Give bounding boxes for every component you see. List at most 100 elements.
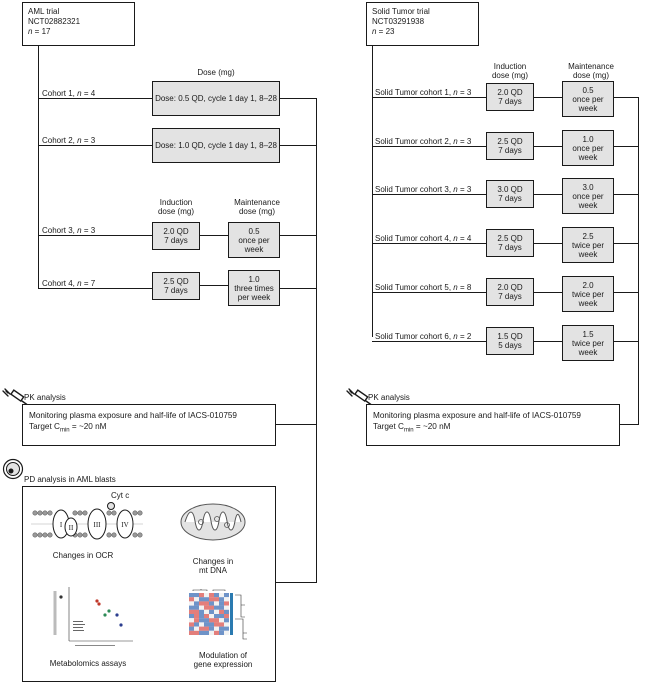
heatmap-cell [214, 626, 219, 631]
heatmap-icon [189, 589, 247, 640]
aml-right-c3 [280, 235, 317, 236]
aml-cohort3-connector [38, 235, 152, 236]
heatmap-cell [204, 618, 209, 623]
heatmap-cell [204, 626, 209, 631]
solid-cohort-connector [372, 292, 486, 293]
heatmap-cell [214, 593, 219, 598]
heatmap-cell [204, 622, 209, 627]
heatmap-cell [204, 593, 209, 598]
solid-cohort-right-line [614, 243, 639, 244]
heatmap-cell [189, 609, 194, 614]
heatmap-cell [194, 618, 199, 623]
aml-cohort4-mid-line [200, 285, 228, 286]
complex-ii-label: II [69, 524, 74, 532]
heatmap-cell [194, 593, 199, 598]
solid-trial-n: n = 23 [372, 27, 395, 36]
heatmap-cell [219, 605, 224, 610]
solid-cohort-label: Solid Tumor cohort 4, n = 4 [375, 234, 474, 243]
heatmap-cell [194, 601, 199, 606]
aml-cohort2-dose: Dose: 1.0 QD, cycle 1 day 1, 8–28 [155, 141, 277, 150]
solid-cohort-label: Solid Tumor cohort 6, n = 2 [375, 332, 474, 341]
heatmap-cell [204, 597, 209, 602]
heatmap-cell [219, 630, 224, 635]
heatmap-cell [189, 622, 194, 627]
heatmap-cell [219, 622, 224, 627]
aml-pk-title: PK analysis [24, 393, 66, 402]
solid-cohort-mid-line [534, 243, 562, 244]
pd-box: I II III IV Cyt c Changes in OCR Changes… [22, 486, 276, 682]
heatmap-cell [189, 618, 194, 623]
solid-trunk-line [372, 46, 373, 337]
heatmap-cell [224, 626, 229, 631]
pd-item-ocr: Changes in OCR [52, 551, 114, 560]
mitochondrion-icon [180, 503, 246, 541]
heatmap-cell [214, 609, 219, 614]
heatmap-cell [214, 597, 219, 602]
heatmap-cell [199, 597, 204, 602]
aml-pk-target: Target Cmin = ~20 nM [29, 422, 107, 434]
aml-cohort2-label: Cohort 2, n = 3 [42, 136, 98, 145]
heatmap-cell [189, 593, 194, 598]
heatmap-cell [199, 601, 204, 606]
solid-cohort-label: Solid Tumor cohort 1, n = 3 [375, 88, 474, 97]
complex-i-label: I [60, 521, 63, 529]
solid-cohort-mid-line [534, 194, 562, 195]
solid-trial-box: Solid Tumor trial NCT03291938 n = 23 [366, 2, 479, 46]
heatmap-cell [199, 618, 204, 623]
solid-cohort-label: Solid Tumor cohort 2, n = 3 [375, 137, 474, 146]
heatmap-cell [204, 609, 209, 614]
solid-right-trunk [638, 97, 639, 424]
metabolomics-plot-icon [53, 587, 133, 646]
solid-pk-box: Monitoring plasma exposure and half-life… [366, 404, 620, 446]
solid-cohort-label: Solid Tumor cohort 5, n = 8 [375, 283, 474, 292]
heatmap-cell [219, 593, 224, 598]
heatmap-cell [224, 593, 229, 598]
heatmap-cell [204, 601, 209, 606]
heatmap-cell [209, 614, 214, 619]
heatmap-cell [209, 618, 214, 623]
heatmap-cell [189, 626, 194, 631]
heatmap-cell [199, 593, 204, 598]
solid-trial-id: NCT03291938 [372, 17, 425, 26]
heatmap-cell [224, 614, 229, 619]
heatmap-cell [224, 609, 229, 614]
heatmap-cell [194, 605, 199, 610]
aml-dose-header: Dose (mg) [197, 68, 235, 77]
aml-right-pk [276, 424, 317, 425]
heatmap-cell [219, 614, 224, 619]
solid-cohort-connector [372, 341, 486, 342]
heatmap-cell [224, 618, 229, 623]
heatmap-cell [189, 597, 194, 602]
heatmap-cell [204, 630, 209, 635]
heatmap-cell [199, 605, 204, 610]
solid-cohort-mid-line [534, 341, 562, 342]
heatmap-cell [214, 630, 219, 635]
aml-trunk-line [38, 46, 39, 289]
solid-cohort-right-line [614, 194, 639, 195]
solid-cohort-mid-line [534, 292, 562, 293]
heatmap-cell [194, 614, 199, 619]
aml-cohort4-label: Cohort 4, n = 7 [42, 279, 98, 288]
aml-right-pd [276, 582, 317, 583]
heatmap-cell [224, 630, 229, 635]
heatmap-cell [209, 622, 214, 627]
solid-cohort-mid-line [534, 97, 562, 98]
aml-cohort1-label: Cohort 1, n = 4 [42, 89, 98, 98]
pd-title: PD analysis in AML blasts [24, 475, 116, 484]
solid-cohort-connector [372, 97, 486, 98]
heatmap-cell [214, 614, 219, 619]
aml-trial-box: AML trial NCT02882321 n = 17 [22, 2, 135, 46]
electron-transport-chain-icon: I II III IV [31, 502, 143, 540]
heatmap-cell [209, 593, 214, 598]
